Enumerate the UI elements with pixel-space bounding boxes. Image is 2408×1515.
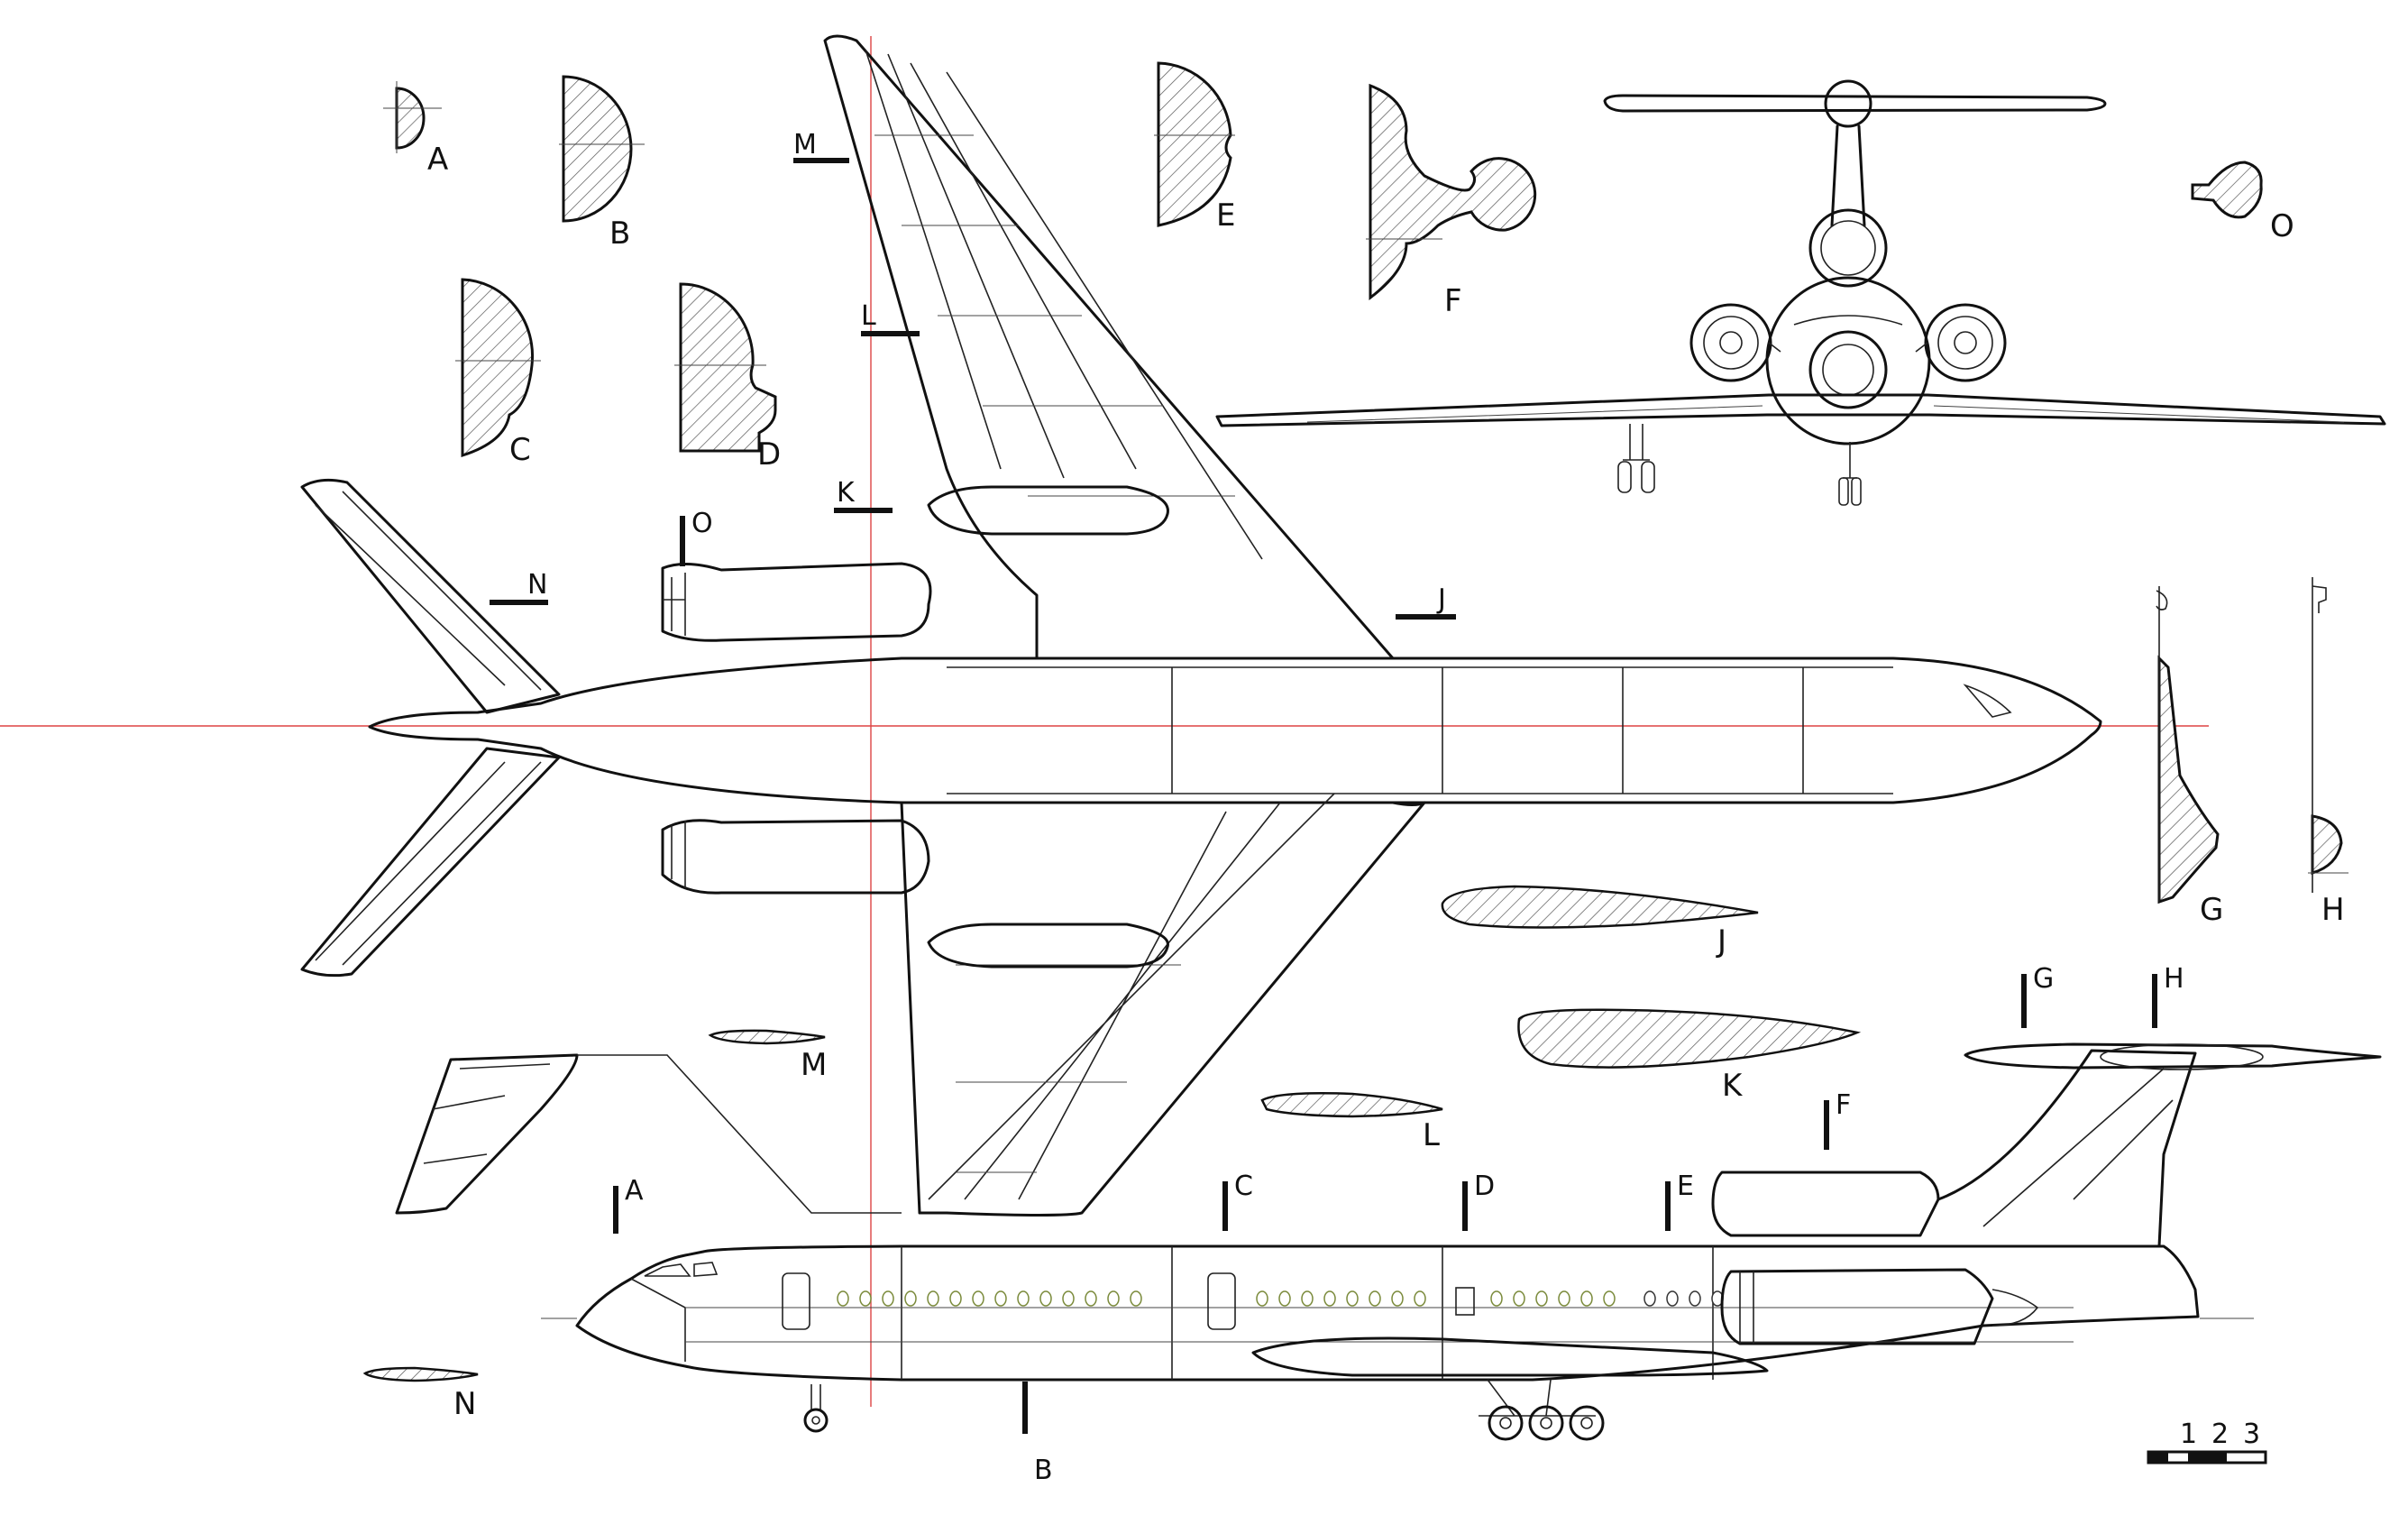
airfoil-k: [1517, 1008, 1862, 1069]
section-f: [1366, 83, 1537, 301]
airfoil-j: [1441, 885, 1759, 929]
section-o: [2191, 161, 2263, 219]
airfoil-m: [708, 1029, 826, 1045]
front-view: [1215, 79, 2386, 506]
section-b: [559, 75, 645, 223]
scale-bar: [2147, 1450, 2267, 1464]
section-h: [2308, 577, 2348, 893]
airfoil-l: [1260, 1092, 1443, 1118]
section-e: [1154, 61, 1235, 227]
airfoil-n: [362, 1366, 479, 1382]
cabin-windows: [837, 1290, 1724, 1307]
section-c: [455, 278, 541, 458]
section-d: [674, 282, 777, 453]
side-view: [395, 1042, 2382, 1441]
section-g: [2156, 586, 2220, 904]
top-view: [300, 34, 2102, 1217]
section-a: [383, 81, 442, 153]
